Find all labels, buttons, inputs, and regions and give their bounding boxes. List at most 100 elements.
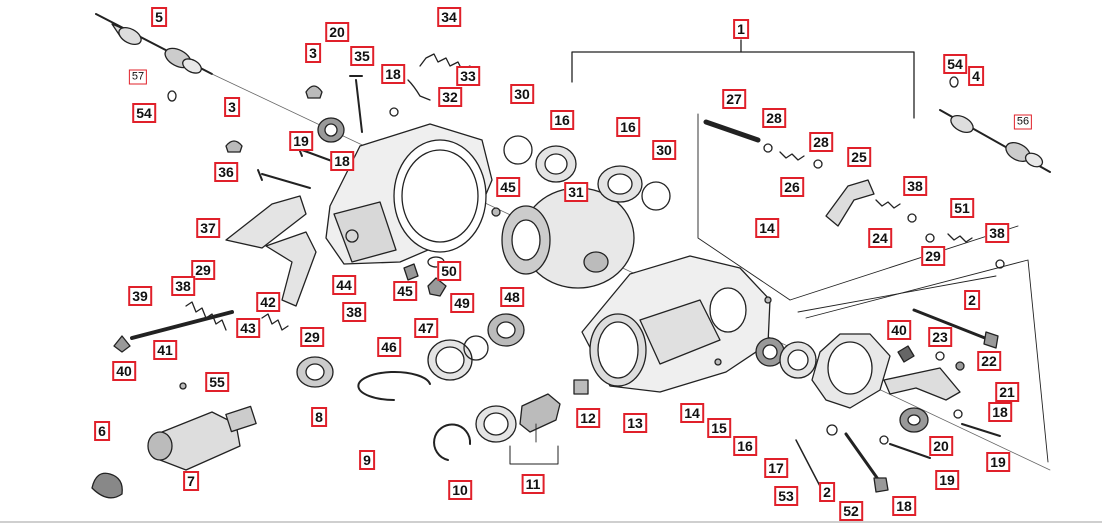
callout-18: 18 [988, 402, 1012, 422]
callout-30: 30 [510, 84, 534, 104]
assembly-bracket [571, 51, 915, 119]
callout-26: 26 [780, 177, 804, 197]
bolt-35 [349, 75, 363, 133]
callout-30: 30 [652, 140, 676, 160]
nut-40-left [113, 335, 131, 353]
callout-12: 12 [576, 408, 600, 428]
callout-21: 21 [995, 382, 1019, 402]
ring-47 [463, 335, 489, 361]
callout-4: 4 [968, 66, 984, 86]
bolt-45-mid [403, 263, 419, 281]
washer-18-top [389, 107, 399, 117]
bottom-divider [0, 521, 1102, 523]
o-ring-54-right [949, 76, 959, 88]
boot-6 [91, 472, 123, 499]
seal-30-right [641, 181, 671, 211]
callout-42: 42 [256, 292, 280, 312]
spring-26 [779, 151, 805, 161]
callout-51: 51 [950, 198, 974, 218]
bolt-52 [844, 432, 882, 484]
bolt-19-lower [889, 443, 931, 459]
callout-29: 29 [921, 246, 945, 266]
ring-23 [935, 351, 945, 361]
callout-14: 14 [755, 218, 779, 238]
right-drive-shaft [939, 109, 1051, 173]
bolt-19-right [961, 423, 1001, 437]
housing-case-44 [325, 123, 493, 265]
callout-55: 55 [205, 372, 229, 392]
callout-7: 7 [183, 471, 199, 491]
callout-19: 19 [935, 470, 959, 490]
callout-28: 28 [809, 132, 833, 152]
callout-20: 20 [929, 436, 953, 456]
bolt-2-lower [795, 439, 823, 491]
callout-45: 45 [496, 177, 520, 197]
callout-43: 43 [236, 318, 260, 338]
callout-2: 2 [964, 290, 980, 310]
callout-2: 2 [819, 482, 835, 502]
callout-19: 19 [986, 452, 1010, 472]
callout-48: 48 [500, 287, 524, 307]
callout-46: 46 [377, 337, 401, 357]
callout-11: 11 [521, 474, 545, 494]
bracket-21 [883, 367, 961, 401]
bolt-2-right [912, 308, 992, 342]
snap-ring-9 [357, 371, 431, 401]
callout-54: 54 [132, 103, 156, 123]
snap-ring-10 [433, 423, 472, 461]
callout-52: 52 [839, 501, 863, 521]
cap-3-mid [225, 140, 243, 153]
callout-38: 38 [985, 223, 1009, 243]
callout-38: 38 [903, 176, 927, 196]
cap-3-top [305, 85, 323, 99]
bolt-45-top [491, 207, 501, 217]
callout-28: 28 [762, 108, 786, 128]
dowel-14-lower [714, 358, 722, 366]
callout-24: 24 [868, 228, 892, 248]
callout-18: 18 [381, 64, 405, 84]
callout-16: 16 [616, 117, 640, 137]
callout-9: 9 [359, 450, 375, 470]
callout-54: 54 [943, 54, 967, 74]
callout-34: 34 [437, 7, 461, 27]
callout-32: 32 [438, 87, 462, 107]
bolt-36 [257, 169, 311, 189]
callout-49: 49 [450, 293, 474, 313]
callout-56: 56 [1013, 114, 1033, 130]
callout-29: 29 [191, 260, 215, 280]
callout-47: 47 [414, 318, 438, 338]
fork-25 [825, 179, 875, 227]
spacer-12 [573, 379, 589, 395]
callout-33: 33 [456, 66, 480, 86]
callout-16: 16 [550, 110, 574, 130]
seal-30-left [503, 135, 533, 165]
callout-14: 14 [680, 403, 704, 423]
callout-29: 29 [300, 327, 324, 347]
detent-32-33 [407, 79, 431, 101]
cover-17 [811, 333, 891, 409]
callout-13: 13 [623, 413, 647, 433]
ring-38-b [995, 259, 1005, 269]
callout-3: 3 [224, 97, 240, 117]
o-ring-54-left [167, 90, 177, 102]
callout-39: 39 [128, 286, 152, 306]
callout-44: 44 [332, 275, 356, 295]
ring-28-b [813, 159, 823, 169]
nut-49 [427, 277, 447, 297]
callout-16: 16 [733, 436, 757, 456]
callout-18: 18 [892, 496, 916, 516]
callout-1: 1 [733, 19, 749, 39]
ring-53 [826, 424, 838, 436]
callout-38: 38 [342, 302, 366, 322]
pinion-11b [519, 393, 561, 433]
left-drive-shaft [95, 13, 213, 75]
callout-41: 41 [153, 340, 177, 360]
callout-3: 3 [305, 43, 321, 63]
callout-6: 6 [94, 421, 110, 441]
fork-42 [265, 231, 317, 307]
bracket-37 [225, 195, 307, 249]
main-housing-13 [581, 255, 771, 393]
callout-50: 50 [437, 261, 461, 281]
spring-24 [875, 199, 901, 209]
